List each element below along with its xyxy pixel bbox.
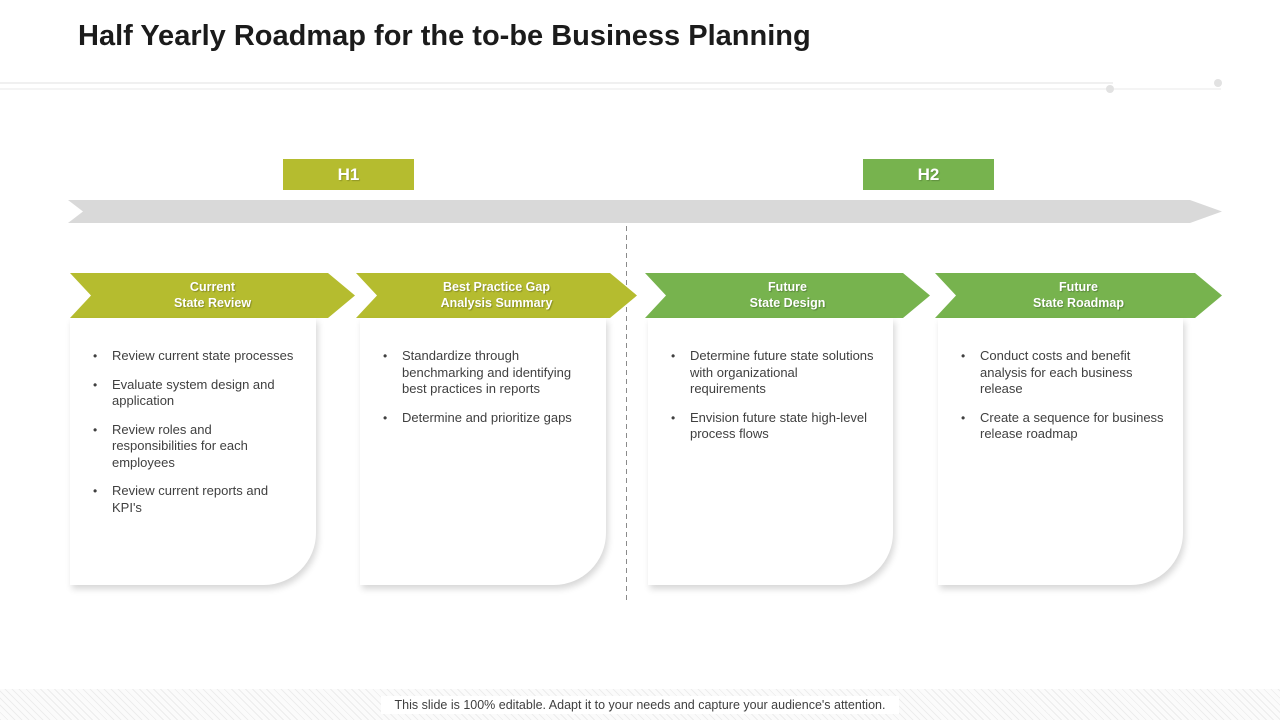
- stage-banner-title: Best Practice Gap Analysis Summary: [441, 280, 553, 311]
- stage-title-line2: Analysis Summary: [440, 295, 553, 310]
- stage-banner-title: Future State Roadmap: [1033, 280, 1124, 311]
- bullet-text: Review roles and responsibilities for ea…: [112, 421, 248, 470]
- stage-title-line1: Future: [1059, 280, 1098, 294]
- bullet-item: Standardize through benchmarking and ide…: [380, 348, 590, 398]
- bullet-text: Review current reports and KPI's: [112, 483, 269, 515]
- bullet-text: Standardize through benchmarking and ide…: [402, 348, 572, 396]
- bullet-item: Conduct costs and benefit analysis for e…: [958, 348, 1167, 398]
- stage-title-line1: Future: [768, 280, 807, 294]
- period-label-h1: H1: [283, 159, 414, 190]
- stage-card-current-state-review: Review current state processes Evaluate …: [70, 318, 316, 585]
- half-year-dashed-divider: [626, 226, 627, 602]
- stage-card-future-state-roadmap: Conduct costs and benefit analysis for e…: [938, 318, 1183, 585]
- stage-banner-best-practice-gap: Best Practice Gap Analysis Summary: [356, 273, 637, 318]
- bullet-text: Determine future state solutions with or…: [690, 348, 874, 396]
- stage-banner-current-state-review: Current State Review: [70, 273, 355, 318]
- stage-banner-future-state-design: Future State Design: [645, 273, 930, 318]
- footer-note: This slide is 100% editable. Adapt it to…: [380, 695, 900, 714]
- bullet-item: Review roles and responsibilities for ea…: [90, 422, 300, 472]
- bullet-text: Review current state processes: [112, 348, 294, 363]
- stage-title-line1: Current: [189, 280, 236, 294]
- bullet-list: Conduct costs and benefit analysis for e…: [958, 348, 1167, 443]
- bullet-item: Envision future state high-level process…: [668, 410, 877, 443]
- bullet-text: Determine and prioritize gaps: [402, 409, 572, 425]
- bullet-item: Review current reports and KPI's: [90, 483, 300, 516]
- page-title: Half Yearly Roadmap for the to-be Busine…: [78, 20, 811, 52]
- stage-title-line1: Best Practice Gap: [442, 280, 550, 294]
- title-divider-line: [0, 82, 1113, 84]
- bullet-item: Determine and prioritize gaps: [380, 410, 590, 427]
- stage-title-line2: State Design: [749, 295, 826, 310]
- divider-dot: [1214, 79, 1222, 87]
- stage-title-line2: State Review: [173, 295, 252, 310]
- bullet-text: Conduct costs and benefit analysis for e…: [980, 348, 1133, 396]
- bullet-list: Review current state processes Evaluate …: [90, 348, 300, 516]
- divider-dot: [1106, 85, 1114, 93]
- bullet-text: Create a sequence for business release r…: [980, 409, 1164, 442]
- bullet-list: Determine future state solutions with or…: [668, 348, 877, 443]
- stage-title-line2: State Roadmap: [1033, 295, 1124, 310]
- bullet-list: Standardize through benchmarking and ide…: [380, 348, 590, 426]
- footer-bar: This slide is 100% editable. Adapt it to…: [0, 689, 1280, 720]
- stage-banner-future-state-roadmap: Future State Roadmap: [935, 273, 1222, 318]
- period-label-h2-text: H2: [917, 164, 940, 184]
- bullet-item: Determine future state solutions with or…: [668, 348, 877, 398]
- bullet-text: Evaluate system design and application: [112, 376, 275, 409]
- bullet-text: Envision future state high-level process…: [690, 409, 868, 442]
- stage-banner-title: Current State Review: [174, 280, 251, 311]
- period-label-h1-text: H1: [337, 164, 360, 184]
- bullet-item: Evaluate system design and application: [90, 377, 300, 410]
- bullet-item: Review current state processes: [90, 348, 300, 365]
- period-label-h2: H2: [863, 159, 994, 190]
- stage-banner-title: Future State Design: [750, 280, 826, 311]
- title-divider-line-2: [0, 88, 1221, 90]
- bullet-item: Create a sequence for business release r…: [958, 410, 1167, 443]
- stage-card-best-practice-gap: Standardize through benchmarking and ide…: [360, 318, 606, 585]
- stage-card-future-state-design: Determine future state solutions with or…: [648, 318, 893, 585]
- timeline-arrow: [68, 200, 1222, 223]
